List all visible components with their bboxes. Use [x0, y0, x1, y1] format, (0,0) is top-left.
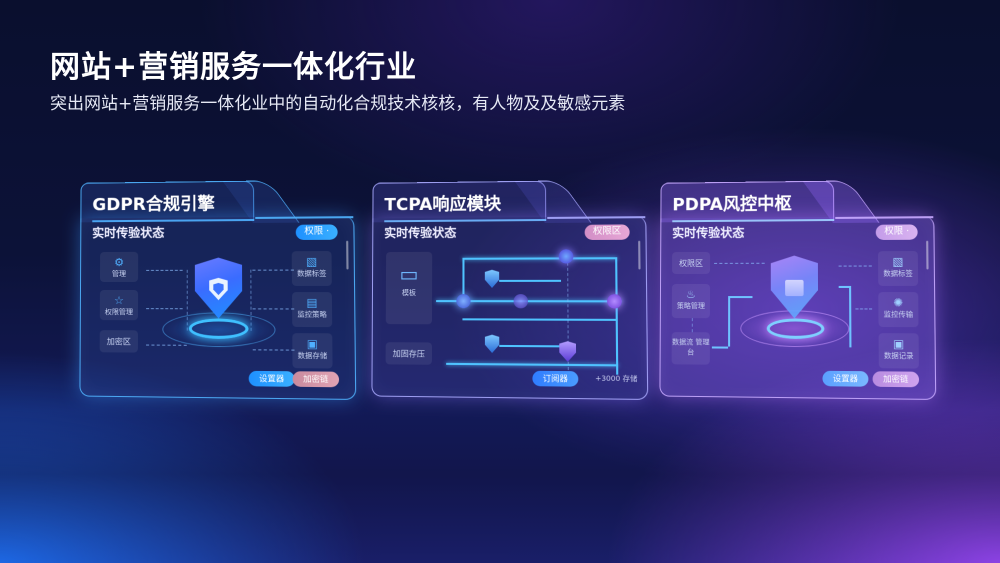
left-item-policy[interactable]: ♨ 策略管理: [671, 283, 711, 319]
node-top: [558, 249, 574, 264]
page-header: 网站+营销服务一体化行业 突出网站+营销服务一体化业中的自动化合规技术核核，有人…: [50, 50, 625, 116]
monitor-icon: ▭: [399, 261, 419, 286]
flow-line: [849, 285, 851, 348]
node-left: [456, 294, 471, 309]
permission-dropdown[interactable]: 权限区: [584, 224, 630, 241]
fire-shield-icon: ♨: [685, 287, 696, 302]
permission-dropdown[interactable]: 权限 ·: [875, 224, 918, 240]
page-subtitle: 突出网站+营销服务一体化业中的自动化合规技术核核，有人物及及敏感元素: [50, 94, 626, 114]
flow-line: [838, 285, 850, 288]
building-icon: [785, 279, 804, 297]
form-icon: ▤: [306, 296, 318, 310]
scrollbar[interactable]: [638, 240, 641, 270]
left-item-permission-zone[interactable]: 权限区: [672, 251, 711, 275]
encrypt-button[interactable]: 加密链: [292, 371, 340, 388]
clipboard-icon: ▣: [306, 337, 318, 351]
right-item-storage[interactable]: ▣ 数据存储: [292, 333, 333, 369]
document-check-icon: ▧: [892, 255, 904, 269]
card-title: TCPA响应模块: [384, 194, 502, 216]
settings-button[interactable]: 设置器: [822, 370, 869, 387]
page-title: 网站+营销服务一体化行业: [50, 50, 418, 85]
node-center: [513, 294, 529, 309]
scrollbar[interactable]: [926, 240, 929, 270]
left-item-encrypt[interactable]: 加密区: [99, 330, 138, 353]
connector: [146, 308, 183, 310]
right-item-monitor[interactable]: ▤ 监控策略: [292, 292, 333, 328]
connector: [838, 265, 872, 267]
floor-reflection: [0, 410, 1000, 563]
connector: [252, 269, 294, 271]
bug-icon: ✺: [893, 296, 904, 310]
card-title: GDPR合规引擎: [92, 194, 215, 216]
left-item-permission[interactable]: ☆ 权限管理: [99, 290, 139, 321]
right-item-data-record[interactable]: ▣ 数据记录: [878, 333, 919, 369]
card-pdpa[interactable]: PDPA风控中枢 实时传验状态 权限 · 权限区 ♨ 策略管理 数据流 管理台 …: [659, 180, 937, 400]
left-item-reinforce[interactable]: 加固存压: [385, 342, 432, 365]
connector: [146, 269, 183, 271]
card-title: PDPA风控中枢: [672, 194, 792, 216]
status-label: 实时传验状态: [672, 225, 745, 241]
status-label: 实时传验状态: [384, 225, 457, 241]
right-item-data-label[interactable]: ▧ 数据标签: [877, 251, 919, 286]
clipboard-icon: ▣: [893, 337, 905, 351]
storage-footnote: +3000 存储: [595, 374, 638, 384]
encrypt-button[interactable]: 加密链: [872, 371, 920, 388]
flow-line: [711, 346, 729, 349]
left-item-manage[interactable]: ⚙ 管理: [99, 251, 139, 282]
flow-line: [728, 296, 753, 298]
right-item-data-label[interactable]: ▧ 数据标签: [291, 251, 332, 286]
subscribe-button[interactable]: 订阅器: [532, 370, 579, 387]
hologram-ring: [188, 318, 249, 340]
flow-line: [728, 296, 730, 347]
permission-dropdown[interactable]: 权限 ·: [295, 224, 338, 240]
connector: [714, 262, 765, 264]
connector: [855, 308, 873, 310]
document-check-icon: ▧: [306, 255, 318, 269]
status-label: 实时传验状态: [92, 225, 165, 241]
monitor-panel[interactable]: ▭ 模板: [385, 251, 433, 325]
flow-line: [499, 279, 562, 282]
connector: [252, 308, 295, 310]
gear-badge-icon: ⚙: [114, 255, 125, 269]
card-gdpr[interactable]: GDPR合规引擎 实时传验状态 权限 · ⚙ 管理 ☆ 权限管理 加密区 ▧: [79, 180, 357, 400]
right-item-monitor-transfer[interactable]: ✺ 监控传输: [878, 292, 919, 328]
node-right: [607, 294, 622, 309]
settings-button[interactable]: 设置器: [248, 370, 295, 387]
star-icon: ☆: [113, 294, 124, 308]
connector: [691, 318, 693, 333]
card-tcpa[interactable]: TCPA响应模块 实时传验状态 权限区 ▭ 模板 加固存压 订阅器 +3000 …: [371, 180, 649, 400]
left-item-dataflow[interactable]: 数据流 管理台: [671, 332, 710, 365]
hologram-ring: [766, 318, 825, 340]
scrollbar[interactable]: [346, 240, 349, 270]
